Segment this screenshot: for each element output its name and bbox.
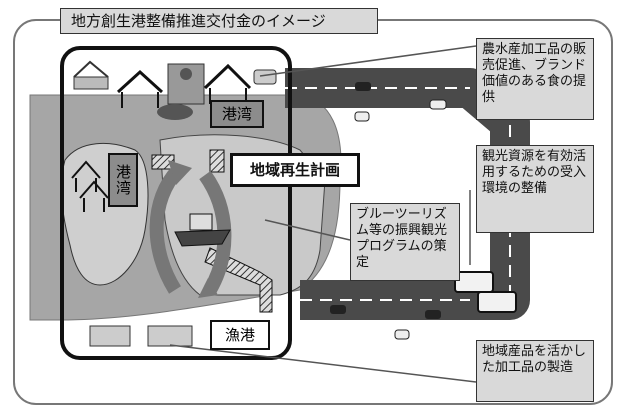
- arrow-head: [198, 278, 218, 298]
- car-icon: [429, 99, 447, 110]
- harbor-label-left: 港湾: [108, 153, 138, 207]
- callout-line: [264, 219, 351, 241]
- arrow-head: [168, 160, 192, 185]
- callout-line: [259, 45, 477, 77]
- island-houses: [71, 160, 109, 212]
- callout-tourism-environment: 観光資源を有効活用するための受入環境の整備: [476, 145, 594, 233]
- factory-buildings: [89, 325, 193, 347]
- ship-icon: [174, 213, 231, 247]
- diagram-title: 地方創生港整備推進交付金のイメージ: [60, 8, 378, 34]
- fishing-port-label: 漁港: [210, 320, 270, 350]
- regional-plan-label: 地域再生計画: [230, 153, 360, 187]
- car-icon: [330, 305, 346, 314]
- bus-icon: [477, 291, 517, 313]
- car-icon: [354, 111, 370, 122]
- car-icon: [394, 329, 410, 340]
- car-icon: [355, 82, 371, 91]
- car-icon: [425, 310, 441, 319]
- callout-line: [169, 344, 477, 383]
- pier-structure: [209, 149, 225, 173]
- callout-blue-tourism: ブルーツーリズム等の振興観光プログラムの策定: [350, 203, 460, 281]
- port-zone-frame: [60, 46, 292, 360]
- market-illustration: [73, 60, 277, 120]
- bus-icon: [454, 271, 494, 293]
- callout-agri-products: 農水産加工品の販売促進、ブランド価値のある食の提供: [476, 38, 594, 120]
- callout-local-products: 地域産品を活かした加工品の製造: [476, 340, 594, 402]
- circulation-arrow: [149, 165, 184, 294]
- harbor-label-top: 港湾: [210, 100, 264, 128]
